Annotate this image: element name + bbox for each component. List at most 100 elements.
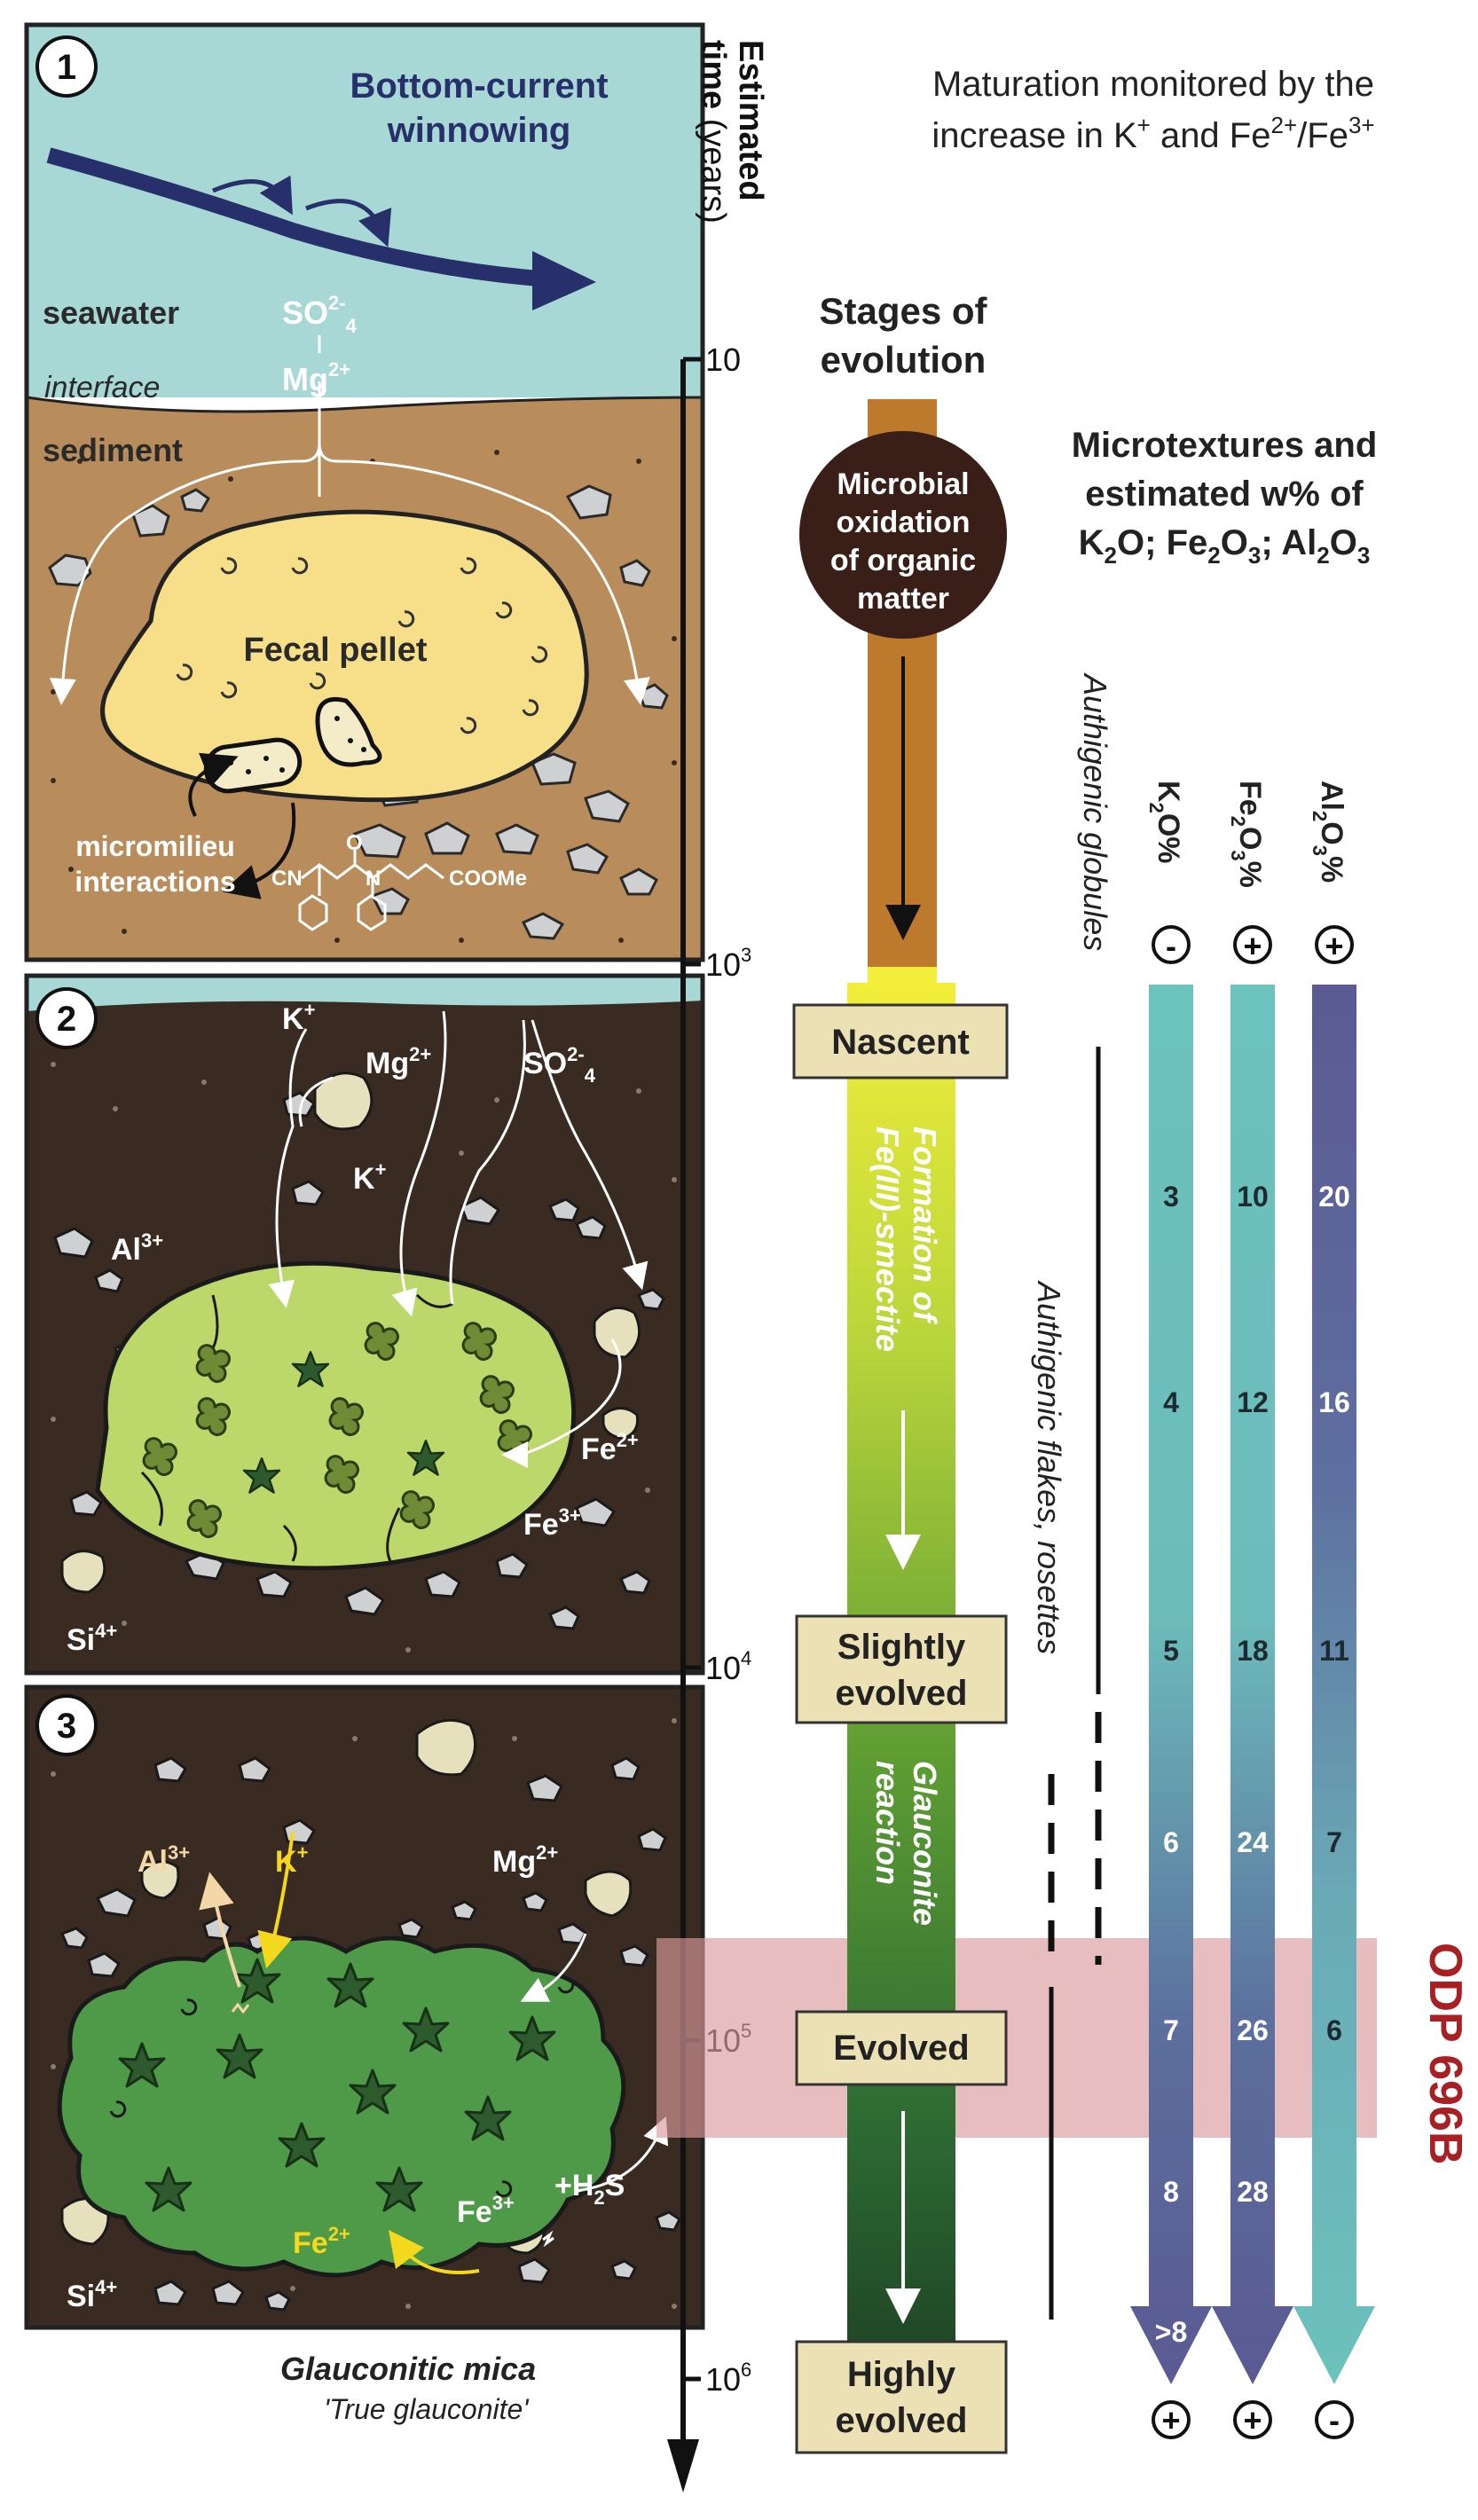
oxide-top-sign-badge (1315, 925, 1354, 964)
glauconitic-mica-caption: Glauconitic mica (280, 2351, 536, 2387)
highly-label-line1: Highly (847, 2355, 956, 2394)
oxide-value: 7 (1163, 2014, 1179, 2046)
highly-label-line2: evolved (836, 2401, 968, 2440)
p2-si-label: Si4+ (67, 1620, 117, 1657)
p3-si-label: Si4+ (67, 2276, 117, 2313)
oxide-value: 16 (1318, 1386, 1350, 1418)
panel-2-dots (51, 1062, 677, 1653)
authigenic-globules-label: Authigenic globules (1077, 672, 1113, 951)
time-axis-title-line2: time (years) (695, 40, 732, 224)
oxide-column-arrow (1212, 985, 1293, 2384)
microbial-line2: oxidation (836, 506, 970, 539)
oxide-column-label: Fe2O3% (1227, 781, 1267, 888)
p3-k-label: K+ (275, 1841, 308, 1879)
bottom-current-arrow (46, 147, 551, 287)
odp-696b-label: ODP 696B (1419, 1943, 1471, 2165)
odp-label-group: ODP 696B (1419, 1943, 1471, 2165)
oxide-value: 11 (1319, 1635, 1349, 1667)
formation-label-group: Formation of Fe(III)-smectite (869, 1127, 943, 1352)
panel-1-diffusion-arrows (49, 381, 650, 705)
interface-label: interface (44, 371, 160, 404)
time-axis-title: Estimated time (years) (695, 40, 769, 224)
so4-label: SO2-4 (282, 292, 358, 337)
oxide-value: 12 (1237, 1386, 1269, 1418)
chem-coome-label: COOMe (449, 867, 527, 891)
oxide-value: 18 (1237, 1635, 1269, 1667)
stage-box-evolved: Evolved (795, 2010, 1008, 2086)
authigenic-flakes-label: Authigenic flakes, rosettes (1031, 1280, 1067, 1654)
p2-k-label-grain: K+ (353, 1158, 386, 1196)
slightly-label-line1: Slightly (837, 1628, 966, 1667)
microbial-line3: of organic (830, 544, 976, 577)
slightly-label-line2: evolved (836, 1674, 968, 1713)
oxide-bottom-sign-badge (1152, 2400, 1191, 2439)
stages-title-line2: evolution (821, 339, 987, 381)
stage-box-highly-evolved: Highly evolved (795, 2340, 1008, 2454)
k-uptake-arrow (257, 1831, 295, 1969)
panel-2-seawater (27, 976, 703, 1011)
p3-mg-label: Mg2+ (492, 1841, 558, 1879)
chemical-structure (298, 847, 444, 931)
panel-1-interface-line (26, 396, 704, 413)
fe3-zigzag (542, 2230, 554, 2248)
oxide-column-label: K2O% (1145, 781, 1185, 864)
time-axis-title-line1: Estimated (732, 40, 769, 201)
mg-arrow (520, 1933, 587, 2002)
panel-1-badge (35, 35, 98, 98)
oxide-column-arrow (1130, 985, 1212, 2384)
microtextures-title-line3: K2O; Fe2O3; Al2O3 (1079, 523, 1371, 569)
p3-fe2-label: Fe2+ (293, 2223, 350, 2260)
oxide-value: 4 (1163, 1386, 1179, 1418)
oxide-value: 20 (1318, 1181, 1350, 1213)
microbe-curved (315, 697, 382, 767)
oxide-value: 26 (1237, 2014, 1269, 2046)
formation-line1: Formation of (907, 1127, 943, 1324)
panel-2-diffusion-arrows (268, 1010, 649, 1468)
oxide-bottom-sign-badge (1315, 2400, 1354, 2439)
formation-line2: Fe(III)-smectite (869, 1127, 906, 1352)
oxide-top-sign: - (1166, 928, 1176, 964)
p2-mg-label: Mg2+ (366, 1043, 431, 1080)
oxide-bottom-sign-badge (1233, 2400, 1272, 2439)
microbial-line1: Microbial (837, 467, 969, 501)
seawater-label: seawater (43, 294, 179, 331)
panel-3-dots (51, 1718, 677, 2309)
panel-1-number: 1 (57, 48, 76, 87)
panel-3-grains (60, 1756, 681, 2312)
glauconite-pellet (57, 1935, 626, 2278)
p3-h2s-label: +H2S (554, 2169, 625, 2209)
panel-2-badge (35, 987, 98, 1049)
oxide-bottom-sign: - (1329, 2402, 1340, 2438)
oxide-top-sign: + (1325, 928, 1343, 964)
p2-k-label-top: K+ (282, 999, 315, 1036)
authigenic-globules-label-group: Authigenic globules (1077, 672, 1113, 951)
panel-3-number: 3 (57, 1707, 76, 1746)
oxide-top-sign-badge (1233, 925, 1272, 964)
oxide-bottom-sign: + (1243, 2402, 1262, 2438)
microbial-line4: matter (857, 582, 949, 616)
al-zigzag (231, 2002, 250, 2014)
al-release-arrow (199, 1872, 241, 1988)
authigenic-flakes-label-group: Authigenic flakes, rosettes (1031, 1280, 1067, 1654)
oxide-top-sign: + (1243, 928, 1262, 964)
time-axis-arrowhead (667, 2439, 699, 2493)
oxide-bottom-sign: + (1161, 2402, 1180, 2438)
panel-1: CN O N COOMe 1 Bottom-current winnowing … (24, 22, 705, 962)
oxide-value: 10 (1237, 1181, 1269, 1213)
current-label-line2: winnowing (387, 111, 571, 150)
maturation-note-line1: Maturation monitored by the (932, 65, 1374, 104)
chem-o-label: O (346, 831, 363, 855)
oxide-top-sign-badge (1152, 925, 1191, 964)
glauconite-reaction-group: Glauconite reaction (869, 1761, 943, 1926)
bottom-current-arrowhead (532, 251, 596, 310)
micromilieu-arrow-in (188, 752, 239, 817)
h2s-arrow (576, 2116, 669, 2193)
oxide-column-label: Al2O3% (1309, 781, 1348, 883)
tick-10: 10 (705, 341, 741, 378)
microbial-oxidation-circle (799, 431, 1007, 639)
micromilieu-arrow-out (222, 802, 296, 899)
eddy-arrow-2 (305, 199, 392, 247)
oxide-value: 5 (1163, 1635, 1179, 1667)
tick-10-6: 106 (705, 2359, 751, 2398)
